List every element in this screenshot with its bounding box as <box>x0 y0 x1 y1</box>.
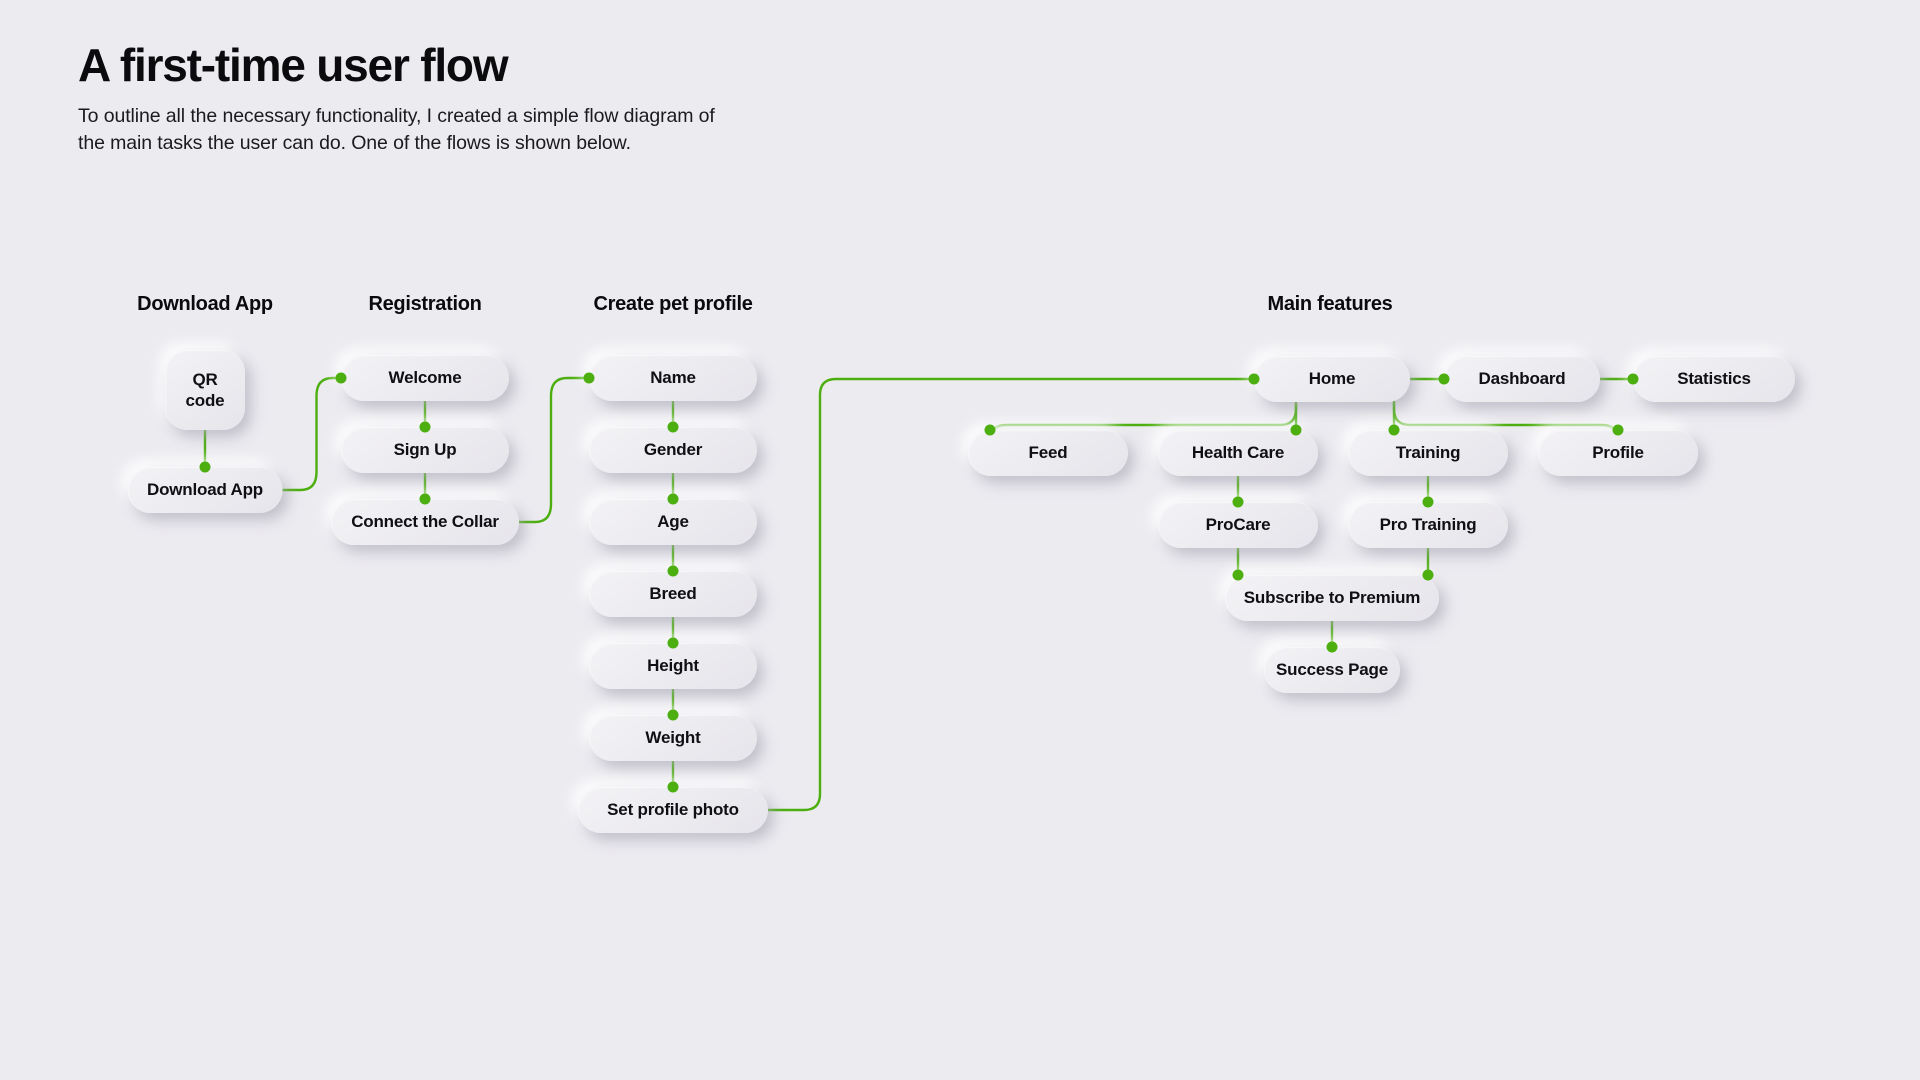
connector-dot <box>667 493 679 505</box>
flow-node-profile[interactable]: Profile <box>1538 430 1698 476</box>
flow-node-dashboard[interactable]: Dashboard <box>1444 356 1600 402</box>
flow-node-label: Set profile photo <box>607 800 739 820</box>
connector-dot <box>1248 373 1260 385</box>
flow-node-health_care[interactable]: Health Care <box>1158 430 1318 476</box>
flow-node-label: Name <box>650 368 696 388</box>
flow-node-download_app[interactable]: Download App <box>127 467 283 513</box>
connector-dot <box>335 372 347 384</box>
page-header: A first-time user flow To outline all th… <box>78 40 898 158</box>
connector-dot <box>667 709 679 721</box>
flow-node-breed[interactable]: Breed <box>589 571 757 617</box>
flow-node-subscribe_premium[interactable]: Subscribe to Premium <box>1225 575 1439 621</box>
connector-dot <box>419 493 431 505</box>
connector-dot <box>1422 496 1434 508</box>
flow-node-height[interactable]: Height <box>589 643 757 689</box>
flow-node-success_page[interactable]: Success Page <box>1264 647 1400 693</box>
flow-node-label: Download App <box>147 480 263 500</box>
connector-dot <box>1232 569 1244 581</box>
flow-node-weight[interactable]: Weight <box>589 715 757 761</box>
flow-node-welcome[interactable]: Welcome <box>341 355 509 401</box>
flow-node-label: Dashboard <box>1478 369 1566 389</box>
connector-dot <box>1388 424 1400 436</box>
column-heading-main_features: Main features <box>1267 293 1393 315</box>
flow-node-label: ProCare <box>1205 515 1271 535</box>
flow-node-label: Weight <box>645 728 701 748</box>
flow-node-label: Profile <box>1592 443 1644 463</box>
flow-node-label: Pro Training <box>1379 515 1477 535</box>
column-heading-download: Download App <box>137 293 273 315</box>
flow-node-label: Connect the Collar <box>351 512 499 532</box>
flow-node-procare[interactable]: ProCare <box>1158 502 1318 548</box>
connector-line <box>517 376 591 524</box>
flow-node-pro_training[interactable]: Pro Training <box>1348 502 1508 548</box>
flow-node-connect_collar[interactable]: Connect the Collar <box>331 499 519 545</box>
column-heading-create_profile: Create pet profile <box>593 293 753 315</box>
flow-node-home[interactable]: Home <box>1254 356 1410 402</box>
flow-node-label: Gender <box>643 440 703 460</box>
flow-node-label: Breed <box>649 584 697 604</box>
flow-node-label: code <box>185 391 225 410</box>
flow-node-label: Welcome <box>388 368 462 388</box>
flow-node-sign_up[interactable]: Sign Up <box>341 427 509 473</box>
page-subtitle-line-1: To outline all the necessary functionali… <box>78 104 715 127</box>
flow-node-label: QR <box>192 369 218 389</box>
connector-dot <box>583 372 595 384</box>
flow-node-training[interactable]: Training <box>1348 430 1508 476</box>
flow-node-gender[interactable]: Gender <box>589 427 757 473</box>
flow-node-label: Feed <box>1028 443 1068 463</box>
page-subtitle-line-2: the main tasks the user can do. One of t… <box>78 132 631 155</box>
connector-dot <box>1232 496 1244 508</box>
connector-dot <box>1612 424 1624 436</box>
flow-node-label: Height <box>647 656 699 676</box>
connector-dot <box>1422 569 1434 581</box>
flow-node-qr_code[interactable]: QR code <box>165 350 245 430</box>
connector-dot <box>1290 424 1302 436</box>
connector-dot <box>667 565 679 577</box>
flow-node-statistics[interactable]: Statistics <box>1633 356 1795 402</box>
flow-node-name[interactable]: Name <box>589 355 757 401</box>
connector-dot <box>667 637 679 649</box>
flow-node-label: Home <box>1308 369 1356 389</box>
flow-node-label: Health Care <box>1191 443 1285 463</box>
connector-dot <box>667 781 679 793</box>
flow-node-feed[interactable]: Feed <box>968 430 1128 476</box>
connector-dot <box>1627 373 1639 385</box>
flow-node-label: Training <box>1395 443 1461 463</box>
connector-dot <box>419 421 431 433</box>
flow-node-label: Statistics <box>1677 369 1751 389</box>
connector-dot <box>667 421 679 433</box>
connector-dot <box>199 461 211 473</box>
flow-node-label: Age <box>657 512 689 532</box>
connector-dot <box>984 424 996 436</box>
flow-node-label: Subscribe to Premium <box>1243 588 1421 608</box>
flow-node-label: Success Page <box>1276 660 1388 680</box>
connector-line <box>281 376 343 492</box>
connector-dot <box>1326 641 1338 653</box>
page-title: A first-time user flow <box>78 39 509 91</box>
flow-node-label: Sign Up <box>393 440 457 460</box>
flow-node-set_profile_photo[interactable]: Set profile photo <box>578 787 768 833</box>
flow-node-age[interactable]: Age <box>589 499 757 545</box>
connector-dot <box>1438 373 1450 385</box>
column-heading-registration: Registration <box>368 293 482 315</box>
